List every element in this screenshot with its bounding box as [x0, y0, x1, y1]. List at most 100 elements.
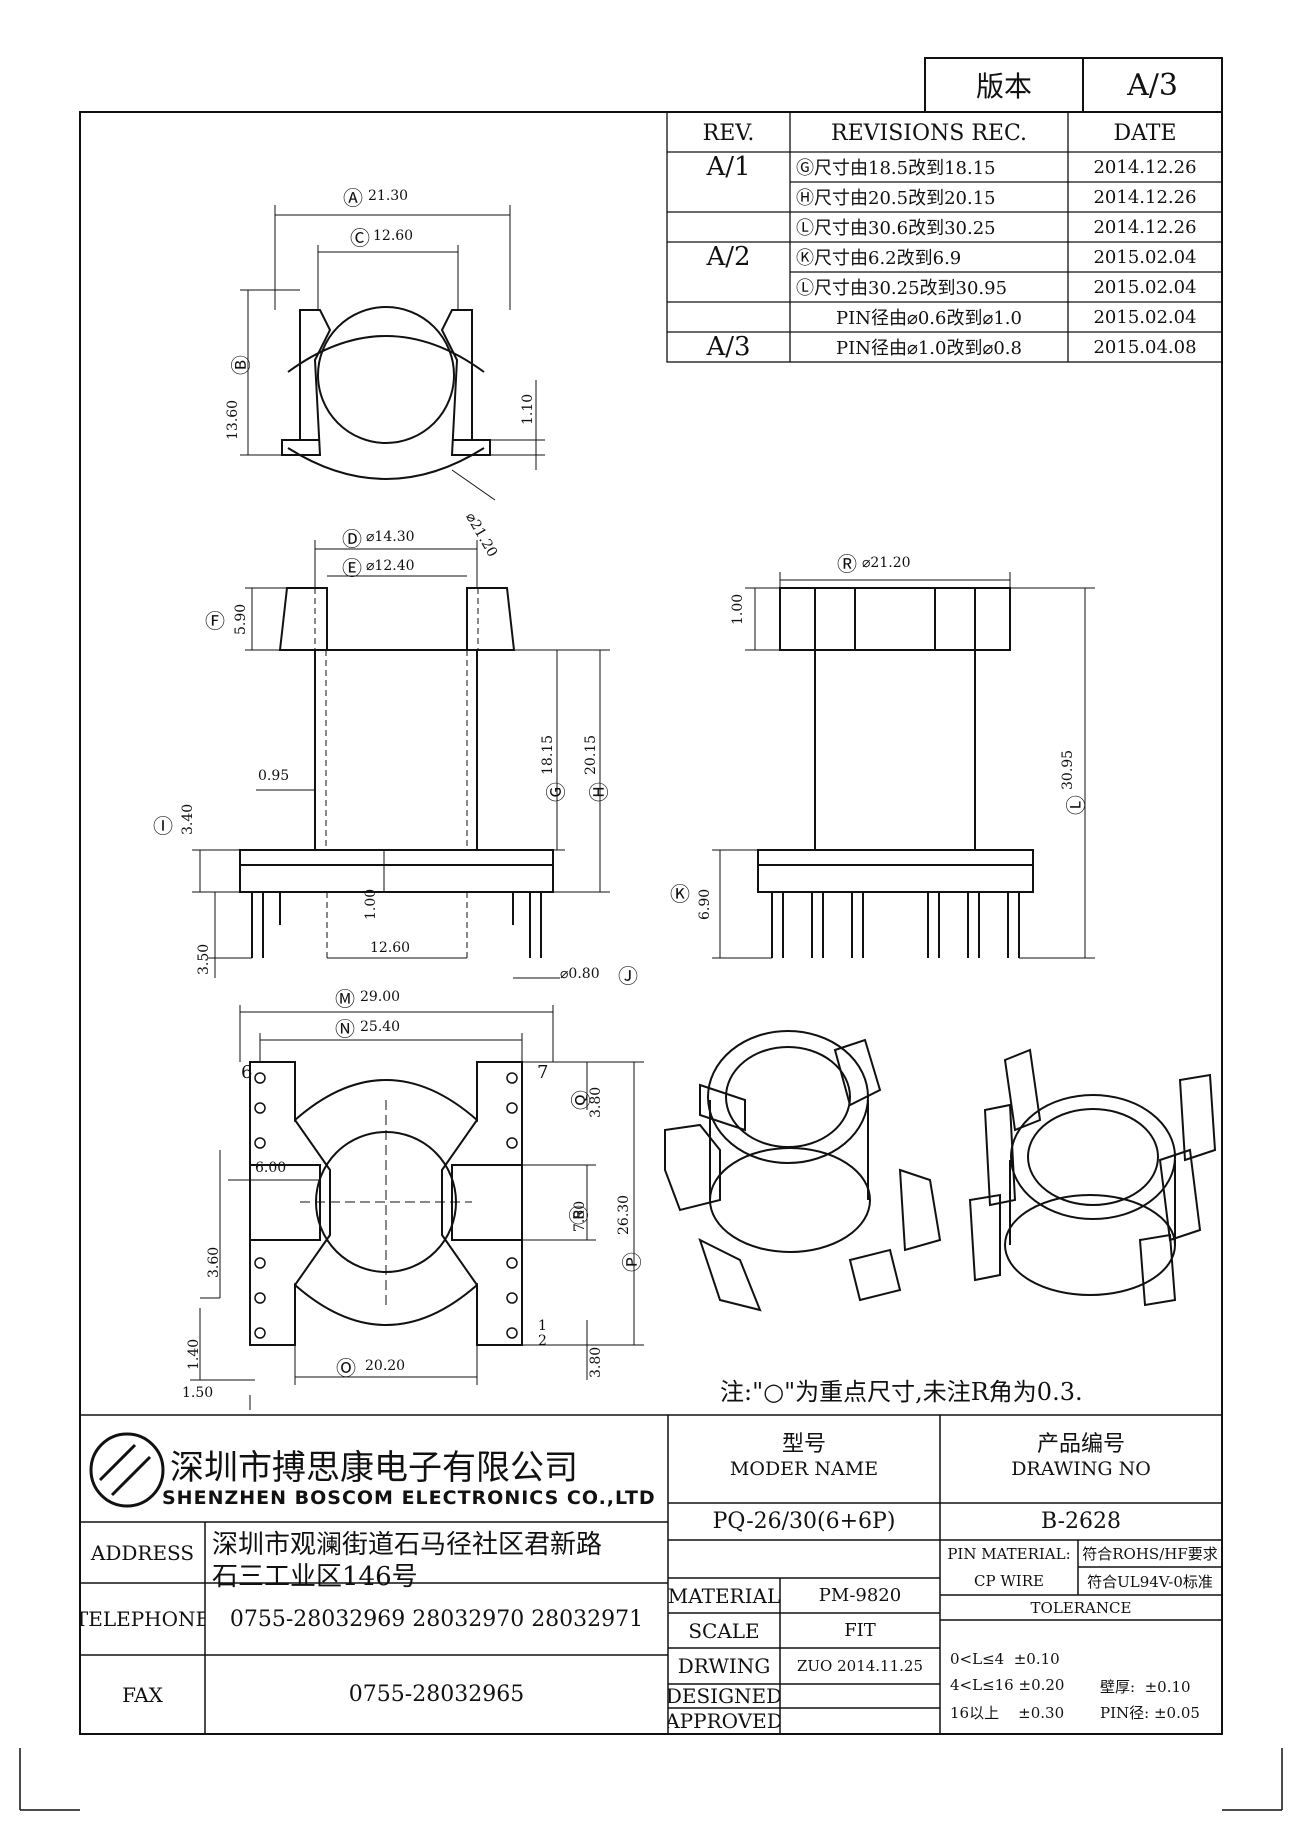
rev-cell: A/1 — [706, 152, 751, 182]
dim-C-value: 12.60 — [373, 228, 414, 244]
date-cell: 2015.02.04 — [1093, 276, 1197, 298]
dim-H-value: 20.15 — [583, 734, 599, 775]
drwing-label: DRWING — [677, 1654, 771, 1678]
tolerance-wall: 壁厚: ±0.10 — [1100, 1678, 1191, 1696]
front-view-dims — [192, 540, 610, 979]
pin-label-1: 1 — [538, 1318, 547, 1334]
dim-bottom-w: 12.60 — [370, 940, 411, 956]
bottom-view-centerlines — [300, 1100, 472, 1310]
dim-top-side: 1.10 — [520, 393, 536, 425]
dim-flange: 1.00 — [730, 593, 746, 625]
title-block-grid — [80, 1414, 1222, 1735]
dim-J-value: ⌀0.80 — [560, 966, 600, 982]
pin-label-2: 2 — [538, 1333, 547, 1349]
pin-material-label: PIN MATERIAL: — [947, 1544, 1071, 1563]
company-logo — [89, 1432, 165, 1508]
dim-marker-N: Ⓝ — [335, 1017, 355, 1041]
dim-A-value: 21.30 — [368, 188, 409, 204]
iso-view-left — [664, 1030, 942, 1312]
top-view-dims — [240, 205, 545, 501]
dim-marker-F: Ⓕ — [205, 609, 225, 633]
telephone-label: TELEPHONE — [80, 1607, 205, 1631]
dim-O-value: 20.20 — [365, 1358, 406, 1374]
rev-header: REV. — [702, 120, 755, 146]
dim-N-value: 25.40 — [360, 1019, 401, 1035]
dim-marker-J: Ⓙ — [618, 964, 638, 988]
dim-R-value: ⌀21.20 — [862, 555, 911, 571]
dim-R2-value: 7.50 — [572, 1200, 588, 1232]
address-line-1: 深圳市观澜街道石马径社区君新路 — [212, 1530, 603, 1560]
date-cell: 2015.02.04 — [1093, 246, 1197, 268]
dim-marker-R: Ⓡ — [837, 552, 857, 576]
dim-3-60: 3.60 — [206, 1246, 222, 1278]
address-line-2: 石三工业区146号 — [212, 1562, 418, 1592]
model-label-cn: 型号 — [781, 1432, 826, 1456]
dim-marker-E: Ⓔ — [342, 556, 362, 580]
dim-pin-len: 3.50 — [196, 943, 212, 975]
drawing-no-value: B-2628 — [1041, 1509, 1121, 1534]
top-view — [281, 306, 491, 480]
rec-cell: Ⓖ尺寸由18.5改到18.15 — [796, 158, 996, 179]
approved-label: APPROVED — [668, 1709, 780, 1733]
dim-E-value: ⌀12.40 — [366, 558, 415, 574]
dim-D-value: ⌀14.30 — [366, 529, 415, 545]
dim-G-value: 18.15 — [540, 734, 556, 775]
version-value: A/3 — [1127, 67, 1178, 103]
cp-wire-label: CP WIRE — [974, 1572, 1044, 1590]
cp-wire-value: 符合UL94V-0标准 — [1087, 1572, 1213, 1591]
dim-marker-I: Ⓘ — [153, 814, 173, 838]
drawing-no-label-en: DRAWING NO — [1011, 1458, 1151, 1480]
rec-header: REVISIONS REC. — [831, 120, 1027, 146]
date-cell: 2014.12.26 — [1093, 156, 1197, 178]
front-view-hidden — [314, 588, 479, 958]
dim-marker-H: Ⓗ — [587, 782, 611, 802]
fax-value: 0755-28032965 — [348, 1682, 525, 1707]
dim-6-00: 6.00 — [255, 1160, 287, 1176]
date-cell: 2014.12.26 — [1093, 186, 1197, 208]
telephone-value: 0755-28032969 28032970 28032971 — [229, 1606, 644, 1632]
dim-B-value: 13.60 — [225, 399, 241, 440]
dim-marker-L: Ⓛ — [1064, 795, 1088, 815]
tolerance-pin: PIN径: ±0.05 — [1100, 1704, 1200, 1722]
dim-marker-O: Ⓞ — [336, 1356, 356, 1380]
dim-1-50: 1.50 — [182, 1385, 214, 1401]
date-header: DATE — [1113, 120, 1177, 146]
dim-M-value: 29.00 — [360, 989, 401, 1005]
date-cell: 2014.12.26 — [1093, 216, 1197, 238]
dim-Q-value: 3.80 — [588, 1086, 604, 1118]
dim-I-value: 3.40 — [180, 803, 196, 835]
version-label: 版本 — [975, 70, 1032, 103]
tolerance-label: TOLERANCE — [1030, 1598, 1132, 1617]
fax-label: FAX — [122, 1682, 163, 1707]
rec-cell: Ⓗ尺寸由20.5改到20.15 — [796, 188, 996, 209]
dim-marker-M: Ⓜ — [335, 987, 355, 1011]
front-view — [239, 587, 554, 958]
side-view — [757, 587, 1034, 958]
dim-L-value: 30.95 — [1060, 749, 1076, 790]
dim-marker-A: Ⓐ — [343, 186, 363, 210]
dim-P-value: 26.30 — [616, 1194, 632, 1235]
tolerance-row-3: 16以上 ±0.30 — [950, 1704, 1065, 1722]
material-label: MATERIAL — [668, 1583, 780, 1608]
rec-cell: Ⓛ尺寸由30.25改到30.95 — [796, 278, 1008, 299]
tolerance-row-1: 0<L≤4 ±0.10 — [950, 1650, 1060, 1668]
rec-cell: PIN径由⌀0.6改到⌀1.0 — [836, 308, 1022, 329]
dim-marker-P: Ⓟ — [620, 1252, 644, 1272]
dim-marker-D: Ⓓ — [342, 527, 362, 551]
address-label: ADDRESS — [90, 1540, 195, 1565]
drawing-note: 注:"○"为重点尺寸,未注R角为0.3. — [720, 1378, 1083, 1406]
revisions-grid — [666, 111, 1223, 363]
company-name-en: SHENZHEN BOSCOM ELECTRONICS CO.,LTD — [162, 1487, 656, 1509]
dim-1-40: 1.40 — [186, 1338, 202, 1370]
pin-label-6: 6 — [241, 1062, 253, 1083]
rev-cell: A/2 — [706, 242, 751, 272]
iso-view-right — [968, 1048, 1217, 1307]
designed-label: DESIGNED — [668, 1684, 780, 1708]
model-label-en: MODER NAME — [729, 1458, 879, 1480]
rev-cell: A/3 — [706, 332, 751, 362]
company-name-cn: 深圳市搏思康电子有限公司 — [170, 1448, 578, 1488]
bottom-view-pins — [254, 1072, 518, 1339]
pin-label-7: 7 — [537, 1062, 549, 1083]
side-view-dims — [712, 572, 1095, 959]
